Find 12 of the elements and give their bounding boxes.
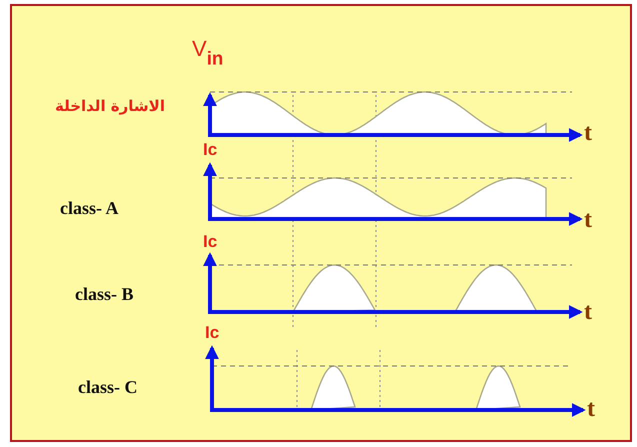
- axis-label: V$_{in}$: [192, 38, 224, 68]
- axis-label: Ic: [203, 141, 218, 158]
- row-label: class- B: [75, 285, 134, 303]
- axis-label: Ic: [203, 233, 218, 250]
- axis-label: t: [584, 208, 592, 232]
- axis-label: t: [584, 121, 592, 145]
- row-label: class- C: [78, 378, 138, 396]
- row-label: class- A: [60, 199, 118, 217]
- axis-label: t: [584, 300, 592, 324]
- axis-label: Ic: [205, 324, 220, 341]
- row-label: الاشارة الداخلة: [54, 99, 165, 114]
- axis-label: t: [587, 397, 595, 421]
